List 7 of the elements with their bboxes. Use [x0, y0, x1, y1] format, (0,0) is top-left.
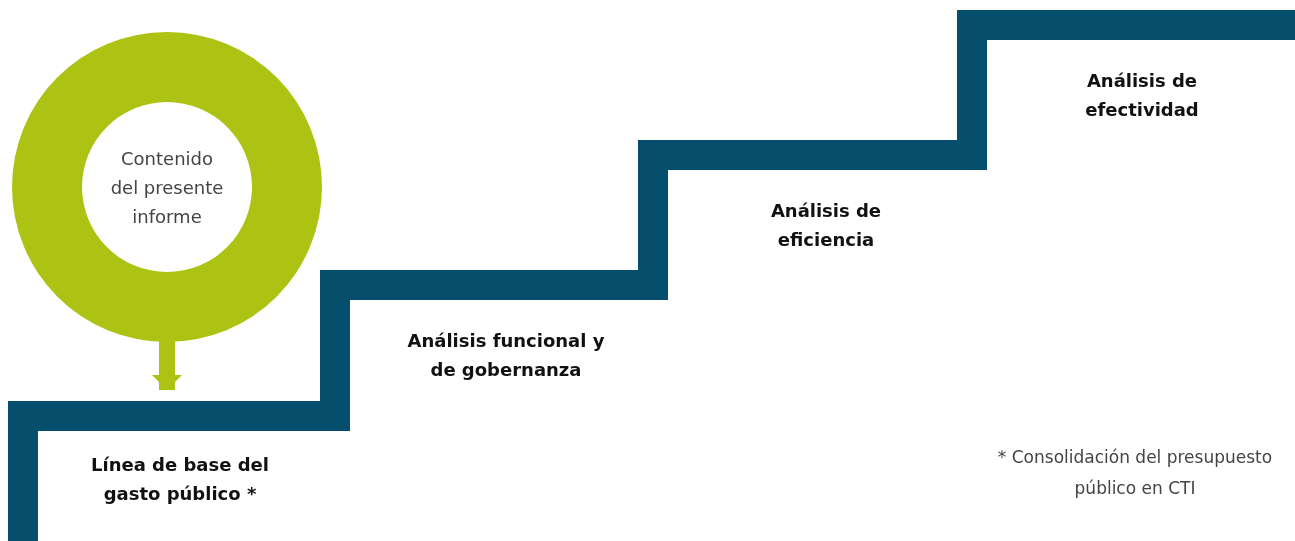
circle-label: Contenido del presente informe	[109, 146, 225, 229]
step-label: Análisis de efectividad	[1084, 69, 1200, 122]
step-label: Análisis de eficiencia	[769, 199, 883, 252]
arrow	[152, 340, 182, 390]
step-label: Línea de base del gasto público *	[90, 453, 270, 506]
step-label: Análisis funcional y de gobernanza	[406, 329, 606, 382]
footnote: * Consolidación del presupuesto público en CTI	[996, 446, 1274, 500]
